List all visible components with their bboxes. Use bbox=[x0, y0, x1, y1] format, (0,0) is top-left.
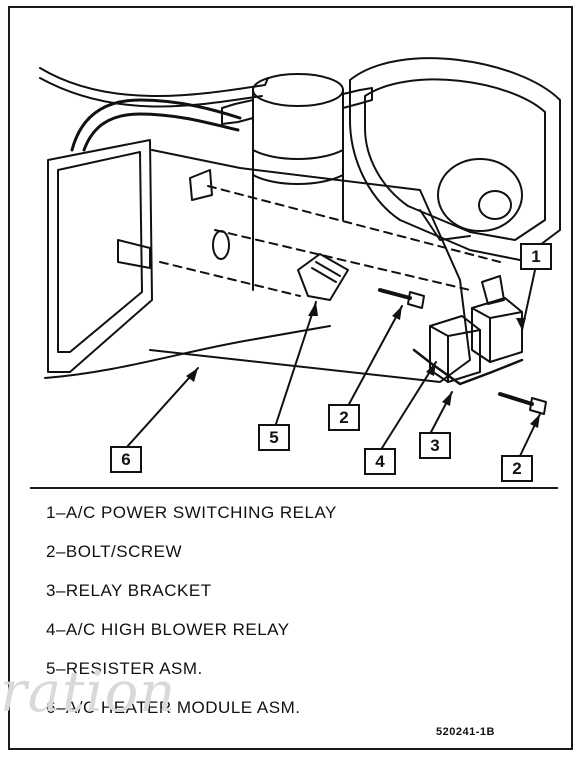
legend-item: 2–BOLT/SCREW bbox=[46, 542, 183, 561]
leader-4 bbox=[381, 361, 437, 449]
relay-bracket-tab bbox=[481, 275, 505, 305]
bolt-upper bbox=[378, 288, 412, 300]
heater-module-front bbox=[149, 149, 471, 383]
watermark-text: ration bbox=[0, 660, 177, 725]
legend-item: 3–RELAY BRACKET bbox=[46, 581, 212, 600]
assembly-line-2 bbox=[214, 229, 471, 291]
legend-item: 1–A/C POWER SWITCHING RELAY bbox=[46, 503, 337, 522]
accumulator-band bbox=[252, 149, 344, 185]
accumulator-top bbox=[252, 73, 344, 107]
heater-module-box bbox=[47, 139, 153, 373]
blower-motor-end bbox=[437, 158, 523, 232]
relay-bracket bbox=[412, 348, 524, 386]
blower-motor-hub bbox=[478, 190, 512, 220]
figure-number: 520241-1B bbox=[436, 726, 495, 738]
legend-item: 6–A/C HEATER MODULE ASM. bbox=[46, 698, 301, 717]
callout-3: 3 bbox=[419, 432, 451, 459]
arrowhead-2b bbox=[530, 414, 540, 428]
callout-4: 4 bbox=[364, 448, 396, 475]
arrowhead-3 bbox=[442, 392, 452, 406]
resister-asm bbox=[297, 253, 349, 301]
mounting-tab bbox=[189, 169, 213, 201]
parts-legend: 1–A/C POWER SWITCHING RELAY 2–BOLT/SCREW… bbox=[46, 502, 337, 736]
arrowhead-5 bbox=[308, 302, 318, 316]
accumulator-fitting-right bbox=[342, 87, 373, 109]
callout-1: 1 bbox=[520, 243, 552, 270]
heater-module-inner bbox=[57, 151, 143, 353]
blower-bracket bbox=[419, 209, 471, 241]
legend-divider bbox=[30, 487, 558, 489]
leader-6 bbox=[125, 367, 199, 449]
accumulator-fitting-left bbox=[221, 99, 254, 125]
arrowhead-6 bbox=[186, 368, 198, 382]
bolt-lower-head bbox=[529, 397, 547, 415]
heater-hose bbox=[70, 98, 242, 152]
assembly-line bbox=[159, 261, 301, 297]
relay-power-switching bbox=[471, 297, 523, 363]
leader-5 bbox=[275, 301, 317, 425]
resister-asm-detail bbox=[311, 261, 341, 283]
cowl-outline-2 bbox=[39, 77, 263, 108]
mounting-tab-2 bbox=[117, 239, 151, 269]
legend-item: 5–RESISTER ASM. bbox=[46, 659, 203, 678]
leader-2a bbox=[347, 305, 403, 407]
bolt-upper-head bbox=[407, 291, 425, 309]
accumulator-body bbox=[252, 89, 344, 291]
heater-hose-2 bbox=[82, 112, 240, 152]
bolt-lower bbox=[498, 392, 534, 406]
callout-2-lower: 2 bbox=[501, 455, 533, 482]
module-bottom-edge bbox=[44, 325, 331, 379]
callout-5: 5 bbox=[258, 424, 290, 451]
blower-housing-inner bbox=[364, 78, 546, 241]
assembly-line-3 bbox=[207, 185, 501, 263]
legend-item: 4–A/C HIGH BLOWER RELAY bbox=[46, 620, 290, 639]
arrowhead-2a bbox=[392, 306, 402, 320]
arrowhead-1 bbox=[516, 318, 526, 330]
arrowhead-4 bbox=[426, 362, 436, 376]
cowl-outline bbox=[39, 67, 269, 97]
relay-power-switching-top bbox=[471, 307, 523, 363]
access-hole bbox=[212, 230, 230, 260]
blower-housing bbox=[349, 57, 561, 261]
callout-6: 6 bbox=[110, 446, 142, 473]
callout-2-upper: 2 bbox=[328, 404, 360, 431]
